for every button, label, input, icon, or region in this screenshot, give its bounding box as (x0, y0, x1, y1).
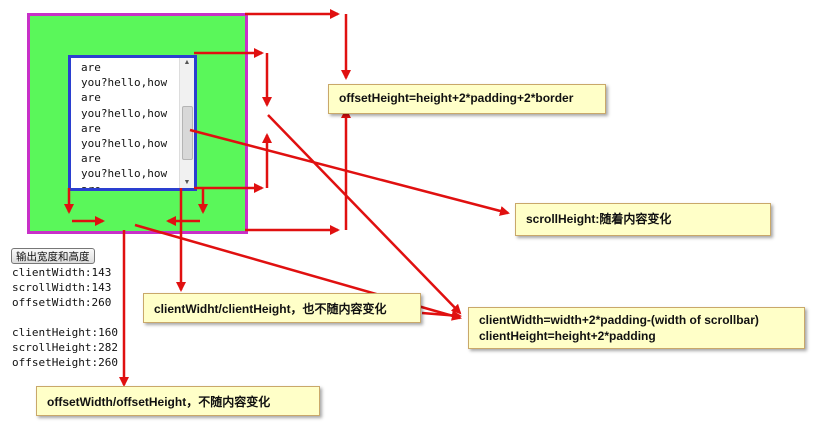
callout-offset-width-height: offsetWidth/offsetHeight，不随内容变化 (36, 386, 320, 416)
callout-client-width-height: clientWidht/clientHeight，也不随内容变化 (143, 293, 421, 323)
metric-client-width: clientWidth:143 (12, 266, 112, 279)
content-line: you?hello,how (81, 76, 168, 90)
content-line: you?hello,how (81, 137, 168, 151)
scroll-up-arrow-icon[interactable]: ▲ (183, 59, 191, 66)
callout-scroll-height: scrollHeight:随着内容变化 (515, 203, 771, 236)
callout-client-height-formula: clientHeight=height+2*padding (479, 329, 656, 343)
content-line: are (81, 91, 101, 105)
content-line: you?hello,how (81, 106, 168, 120)
callout-client-formulas: clientWidth=width+2*padding-(width of sc… (468, 307, 805, 349)
content-line: are (81, 61, 101, 74)
callout-client-width-height-text: clientWidht/clientHeight，也不随内容变化 (154, 302, 387, 316)
content-line: are (81, 182, 101, 191)
arrow-client-wh-to-formula (421, 310, 462, 321)
metric-client-height: clientHeight:160 (12, 326, 118, 339)
metric-offset-width: offsetWidth:260 (12, 296, 112, 309)
callout-scroll-height-text: scrollHeight:随着内容变化 (526, 212, 672, 226)
scroll-down-arrow-icon[interactable]: ▼ (183, 179, 191, 186)
callout-offset-width-height-text: offsetWidth/offsetHeight，不随内容变化 (47, 395, 271, 409)
arrow-client-to-formula-1 (267, 114, 462, 315)
scroll-thumb[interactable] (182, 106, 193, 160)
metric-offset-height: offsetHeight:260 (12, 356, 118, 369)
vertical-scrollbar[interactable]: ▲ ▼ (179, 58, 194, 188)
metric-scroll-width: scrollWidth:143 (12, 281, 112, 294)
content-line: you?hello,how (81, 167, 168, 181)
callout-client-width-formula: clientWidth=width+2*padding-(width of sc… (479, 313, 759, 327)
arrow-to-scroll-height (189, 128, 510, 216)
output-size-button[interactable]: 输出宽度和高度 (11, 248, 95, 264)
content-line: are (81, 121, 101, 135)
callout-offset-height: offsetHeight=height+2*padding+2*border (328, 84, 606, 114)
content-line: are (81, 152, 101, 166)
metric-scroll-height: scrollHeight:282 (12, 341, 118, 354)
callout-offset-height-text: offsetHeight=height+2*padding+2*border (339, 91, 574, 105)
